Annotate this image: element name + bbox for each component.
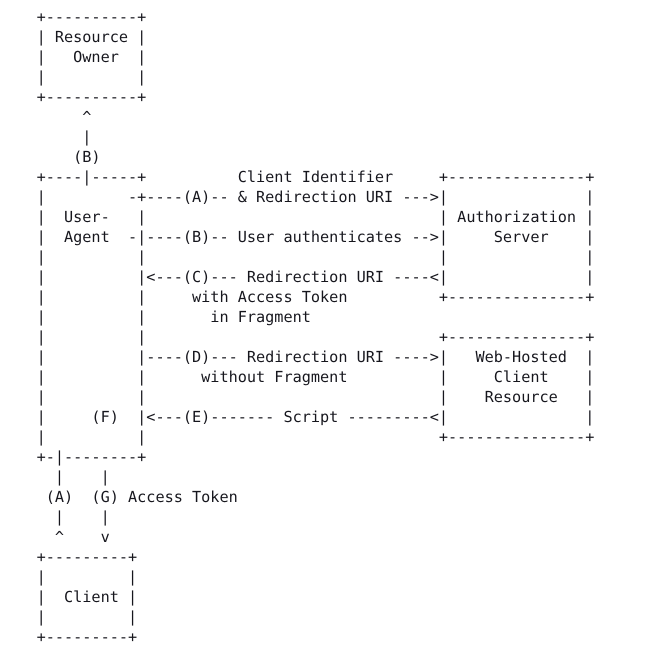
ascii-art-diagram: +----------+ | Resource | | Owner | | | … — [36, 8, 595, 646]
diagram-canvas: +----------+ | Resource | | Owner | | | … — [36, 8, 595, 646]
